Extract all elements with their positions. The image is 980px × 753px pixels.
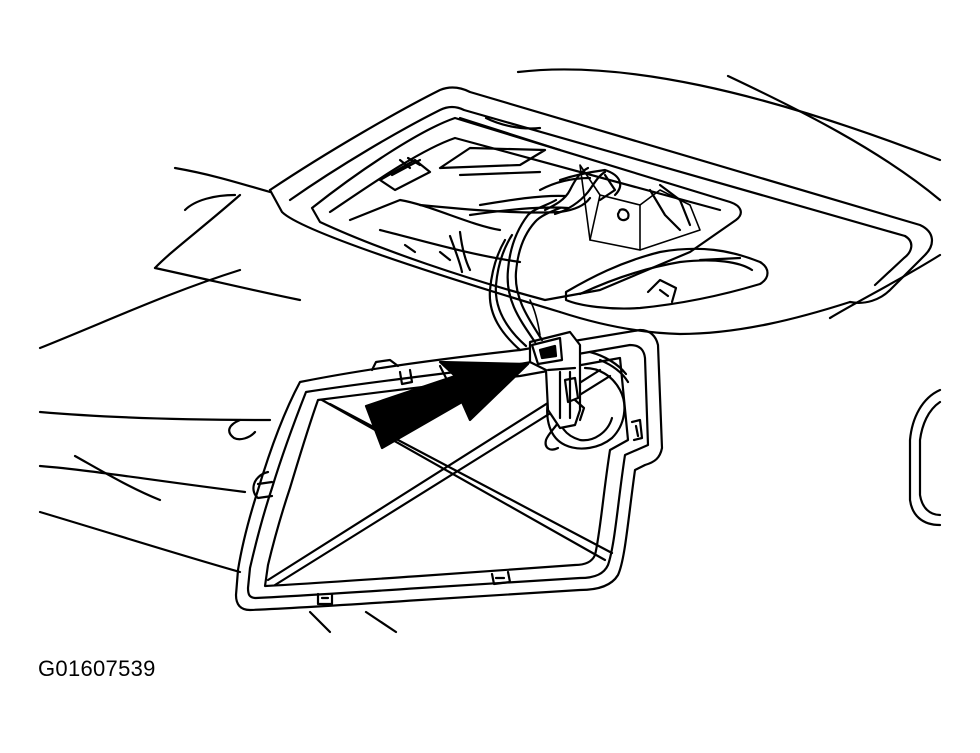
pointer-arrow <box>364 360 530 450</box>
dome-lamp-lens <box>234 328 664 612</box>
headliner-outline <box>38 68 942 634</box>
right-pillar-outline <box>908 388 942 527</box>
bulb-socket-and-wiring <box>488 166 630 451</box>
overhead-console <box>268 86 933 336</box>
figure-code-label: G01607539 <box>38 656 156 681</box>
